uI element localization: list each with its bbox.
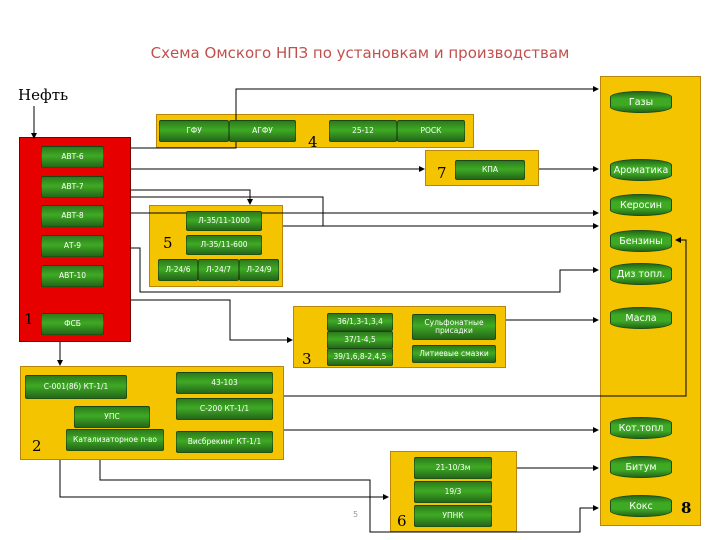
unit-fsb: ФСБ bbox=[41, 313, 104, 335]
product-kerosene: Керосин bbox=[610, 194, 672, 216]
unit-l-24-6: Л-24/6 bbox=[158, 259, 198, 281]
zone-number-8: 8 bbox=[681, 499, 692, 517]
unit-kpa: КПА bbox=[455, 160, 525, 180]
product-aromatics: Ароматика bbox=[610, 159, 672, 181]
unit-l-24-9: Л-24/9 bbox=[239, 259, 279, 281]
unit-avt-10: АВТ-10 bbox=[41, 265, 104, 287]
unit-avt-8: АВТ-8 bbox=[41, 205, 104, 227]
unit-visbreaking-kt-1-1: Висбрекинг КТ-1/1 bbox=[176, 431, 273, 453]
unit-21-10-3m: 21-10/3м bbox=[414, 457, 492, 479]
zone-number-2: 2 bbox=[32, 437, 42, 455]
zone-number-4: 4 bbox=[308, 133, 318, 151]
unit-37-1: 37/1-4,5 bbox=[327, 331, 393, 349]
product-bitumen: Битум bbox=[610, 456, 672, 478]
unit-rosk: РОСК bbox=[397, 120, 465, 142]
unit-l-24-7: Л-24/7 bbox=[198, 259, 239, 281]
crude-oil-label: Нефть bbox=[18, 86, 69, 104]
unit-sulfonate-additives: Сульфонатные присадки bbox=[412, 314, 496, 340]
zone-number-7: 7 bbox=[437, 164, 447, 182]
unit-at-9: АТ-9 bbox=[41, 235, 104, 257]
unit-avt-6: АВТ-6 bbox=[41, 146, 104, 168]
unit-39-1: 39/1,6,8-2,4,5 bbox=[327, 348, 393, 366]
unit-l-35-11-1000: Л-35/11-1000 bbox=[186, 211, 262, 231]
zone-number-5: 5 bbox=[163, 234, 173, 252]
unit-ups: УПС bbox=[74, 406, 150, 428]
line-diesel bbox=[131, 247, 599, 293]
unit-36-1: 36/1,3-1,3,4 bbox=[327, 313, 393, 331]
unit-l-35-11-600: Л-35/11-600 bbox=[186, 235, 262, 255]
unit-19-3: 19/3 bbox=[414, 481, 492, 503]
line-to-oils-zone bbox=[131, 299, 293, 343]
line-return-gasoline bbox=[284, 237, 687, 397]
line-coke bbox=[99, 460, 599, 533]
product-gases: Газы bbox=[610, 91, 672, 113]
unit-catalyst-production: Катализаторное п-во bbox=[66, 429, 164, 451]
product-diesel: Диз топл. bbox=[610, 263, 672, 285]
page-number: 5 bbox=[353, 510, 359, 519]
unit-s-200-kt-1-1: С-200 КТ-1/1 bbox=[176, 398, 273, 420]
line-to-reforming bbox=[131, 196, 324, 226]
zone-8-products bbox=[600, 76, 701, 526]
product-coke: Кокс bbox=[610, 495, 672, 517]
line-to-reforming-arrow bbox=[131, 189, 253, 205]
unit-lithium-greases: Литиевые смазки bbox=[412, 345, 496, 363]
line-to-bitumen bbox=[59, 460, 389, 500]
zone-number-6: 6 bbox=[397, 512, 407, 530]
unit-25-12: 25-12 bbox=[329, 120, 397, 142]
product-fuel-oil: Кот.топл bbox=[610, 417, 672, 439]
zone-number-3: 3 bbox=[302, 350, 312, 368]
diagram-title: Схема Омского НПЗ по установкам и произв… bbox=[150, 44, 570, 62]
unit-upnk: УПНК bbox=[414, 505, 492, 527]
product-gasolines: Бензины bbox=[610, 230, 672, 252]
product-oils: Масла bbox=[610, 307, 672, 329]
unit-gfu: ГФУ bbox=[159, 120, 229, 142]
unit-43-103: 43-103 bbox=[176, 372, 273, 394]
unit-avt-7: АВТ-7 bbox=[41, 176, 104, 198]
zone-number-1: 1 bbox=[24, 310, 34, 328]
unit-agfu: АГФУ bbox=[229, 120, 296, 142]
line-gas bbox=[131, 86, 599, 149]
unit-s-001-kt-1-1: С-001(8б) КТ-1/1 bbox=[25, 375, 127, 399]
